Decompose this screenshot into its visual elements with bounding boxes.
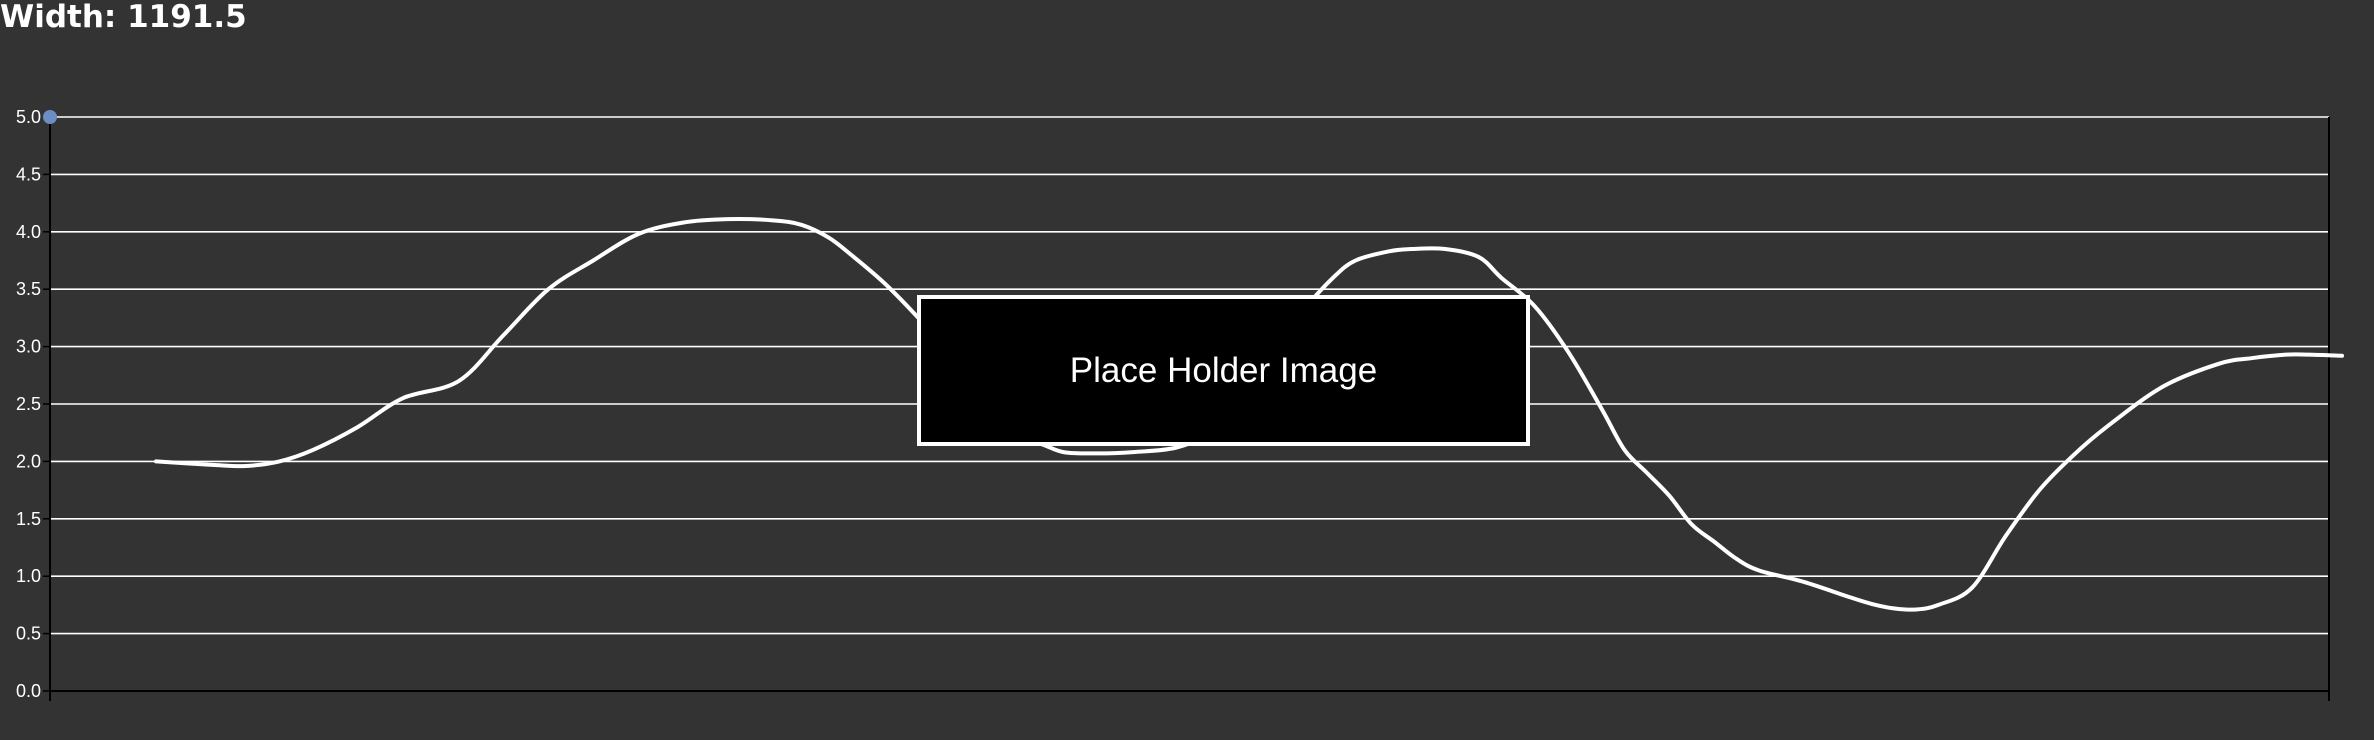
y-tick-label: 2.5 [16, 394, 41, 414]
placeholder-image: Place Holder Image [917, 295, 1530, 446]
series-layer [154, 217, 2344, 612]
width-readout: Width: 1191.5 [0, 0, 247, 35]
y-tick-label: 5.0 [16, 107, 41, 127]
y-tick-label: 4.5 [16, 164, 41, 184]
series-line [154, 217, 2344, 612]
y-tick-label: 4.0 [16, 222, 41, 242]
marker-layer [43, 110, 57, 124]
y-tick-label: 1.0 [16, 566, 41, 586]
y-tick-label: 0.0 [16, 681, 41, 701]
axes [43, 116, 2330, 701]
placeholder-label: Place Holder Image [1069, 350, 1378, 390]
y-tick-label: 3.0 [16, 337, 41, 357]
y-tick-labels: 0.0 0.5 1.0 1.5 2.0 2.5 3.0 3.5 4.0 4.5 5.0 [16, 107, 41, 701]
y-tick-label: 1.5 [16, 509, 41, 529]
y-tick-label: 3.5 [16, 279, 41, 299]
y-tick-label: 0.5 [16, 624, 41, 644]
y-tick-label: 2.0 [16, 451, 41, 471]
axis-origin-marker[interactable] [43, 110, 57, 124]
